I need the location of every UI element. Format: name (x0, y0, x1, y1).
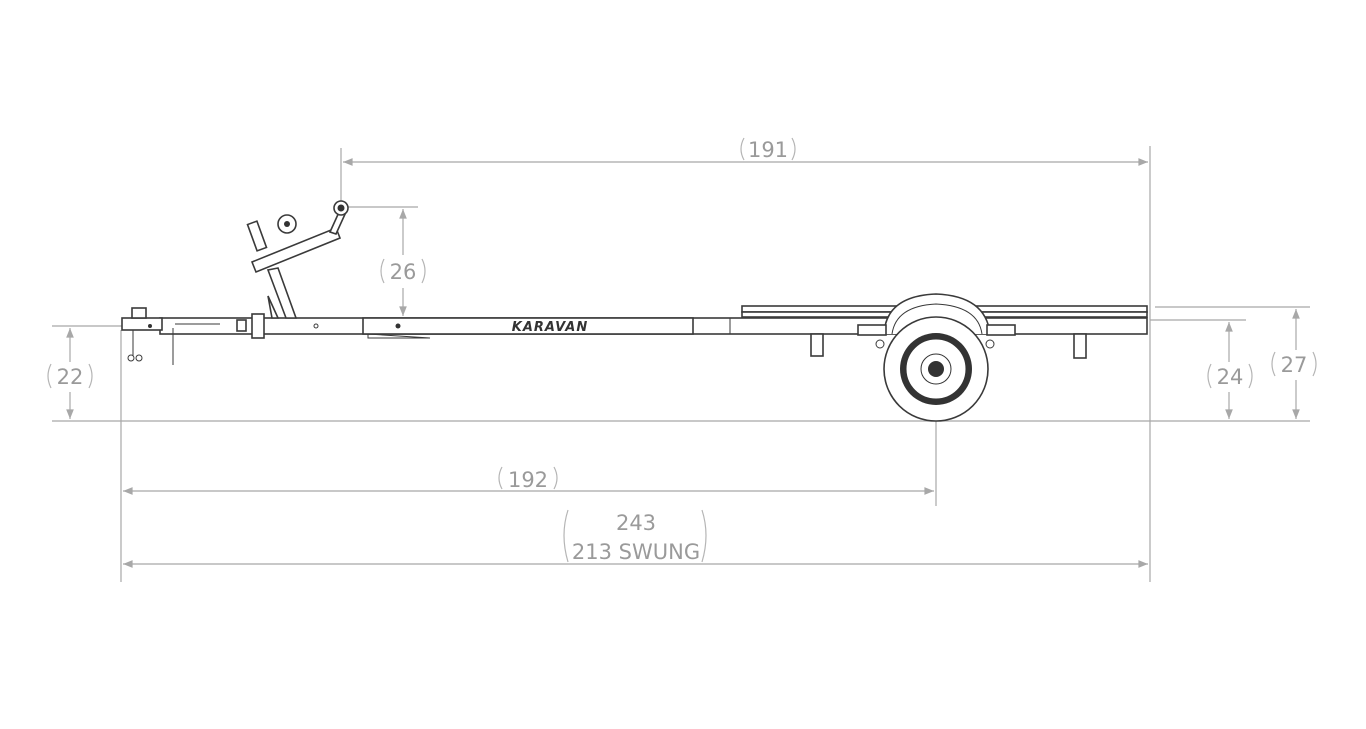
support-post (810, 333, 1087, 359)
dimension-24: 24 (1150, 319, 1253, 419)
dimension-192: 192 (120, 330, 937, 582)
dimension-243: 243 213 SWUNG (123, 421, 1151, 582)
dimension-27: 27 (1155, 306, 1317, 419)
dimension-22: 22 (47, 325, 125, 419)
dimension-label-243: 243 (616, 511, 656, 535)
dimension-label-192: 192 (508, 468, 548, 492)
dimension-label-27: 27 (1281, 353, 1308, 377)
dimension-label-22: 22 (57, 365, 84, 389)
dimension-label-24: 24 (1217, 365, 1244, 389)
dimension-label-26: 26 (390, 260, 417, 284)
frame-extension (362, 317, 694, 335)
coupler (121, 307, 174, 365)
dimension-26: 26 (345, 206, 426, 316)
trailer: KARAVAN (121, 200, 1148, 422)
dimension-191: 191 (340, 137, 1151, 421)
wheel (883, 316, 989, 422)
dimension-label-191: 191 (748, 138, 788, 162)
dimension-label-213-swung: 213 SWUNG (572, 540, 700, 564)
winch-stand (246, 200, 349, 319)
karavan-logo: KARAVAN (512, 320, 588, 335)
